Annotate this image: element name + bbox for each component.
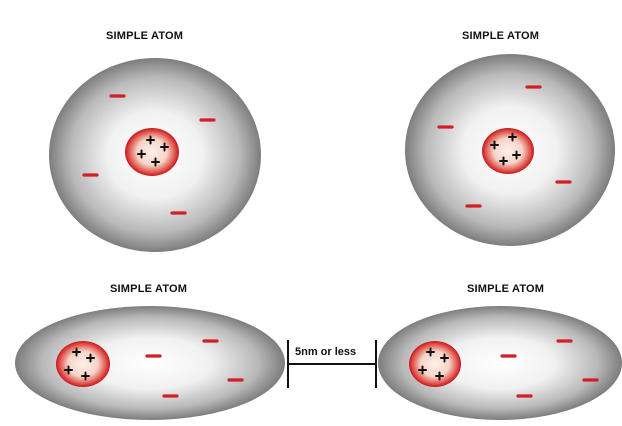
atom-3-title: SIMPLE ATOM — [110, 283, 188, 295]
atom-2-title: SIMPLE ATOM — [462, 30, 540, 42]
proton-plus-icon — [418, 365, 427, 375]
protons — [137, 135, 169, 167]
proton-plus-icon — [146, 135, 155, 145]
proton-plus-icon — [72, 347, 81, 357]
proton-plus-icon — [499, 156, 508, 166]
atom-1-title: SIMPLE ATOM — [106, 30, 184, 42]
protons — [64, 347, 95, 381]
proton-plus-icon — [137, 149, 146, 159]
atom-1 — [49, 58, 261, 252]
atom-2 — [405, 54, 615, 246]
proton-plus-icon — [512, 150, 521, 160]
protons — [490, 132, 521, 166]
proton-plus-icon — [426, 347, 435, 357]
electrons — [82, 94, 216, 215]
proton-plus-icon — [81, 371, 90, 381]
electron-cloud — [378, 306, 622, 420]
proton-plus-icon — [86, 353, 95, 363]
nucleus — [482, 128, 534, 174]
proton-plus-icon — [160, 142, 169, 152]
distance-marker — [287, 340, 377, 388]
proton-plus-icon — [435, 371, 444, 381]
nucleus — [125, 128, 179, 176]
atom-3 — [15, 306, 285, 420]
atom-4 — [378, 306, 622, 420]
proton-plus-icon — [508, 132, 517, 142]
proton-plus-icon — [64, 365, 73, 375]
electron-cloud — [15, 306, 285, 420]
distance-label: 5nm or less — [295, 346, 357, 358]
nucleus — [409, 341, 461, 387]
electrons — [500, 339, 599, 398]
protons — [418, 347, 449, 381]
nucleus — [56, 341, 110, 387]
atom-4-title: SIMPLE ATOM — [467, 283, 545, 295]
proton-plus-icon — [151, 157, 160, 167]
proton-plus-icon — [440, 353, 449, 363]
proton-plus-icon — [490, 140, 499, 150]
electrons — [145, 339, 244, 398]
electrons — [437, 85, 572, 208]
